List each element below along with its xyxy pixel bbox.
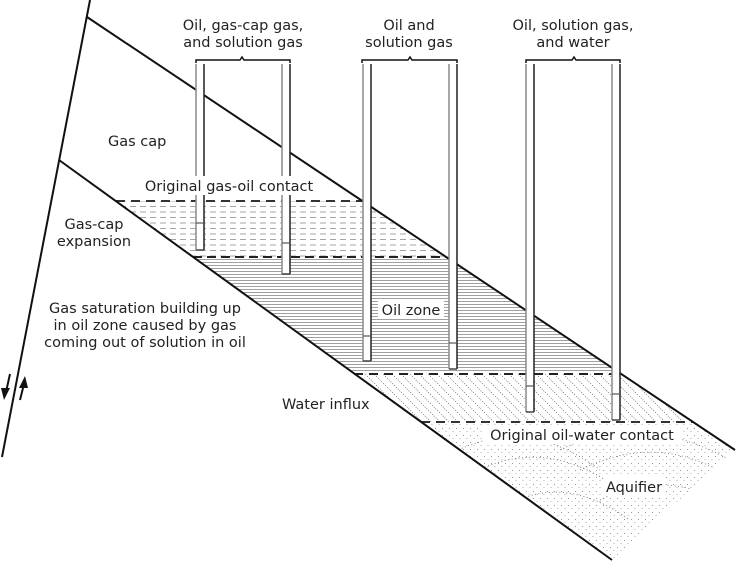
well-6 (611, 64, 621, 421)
fault-displacement-arrows-icon (1, 373, 28, 401)
well-1 (195, 64, 205, 251)
well-bore (196, 64, 204, 250)
well-2 (281, 64, 291, 275)
label-group-1: Oil, gas-cap gas, and solution gas (183, 18, 304, 51)
label-group-2: Oil and solution gas (365, 18, 453, 51)
well-bore (612, 64, 620, 420)
label-group-3: Oil, solution gas, and water (513, 18, 634, 51)
gas-cap-expansion-zone (116, 201, 446, 257)
gas-saturation-line-2: in oil zone caused by gas (54, 318, 237, 334)
oil-zone-label-bg (378, 299, 444, 319)
gas-cap-expansion-line-2: expansion (57, 234, 131, 250)
oil-water-contact-label-bg (483, 425, 681, 444)
gas-saturation-line-1: Gas saturation building up (49, 301, 241, 317)
reservoir-top-boundary (86, 16, 736, 451)
well-bore (363, 64, 371, 361)
well-3 (362, 64, 372, 362)
well-bore (449, 64, 457, 369)
well-group-3-label-line-1: Oil, solution gas, (513, 18, 634, 34)
gas-cap-label: Gas cap (108, 134, 166, 150)
fault-line (1, 0, 91, 458)
well-group-1-label-line-1: Oil, gas-cap gas, (183, 18, 304, 34)
bracket-group-1 (195, 55, 291, 63)
aquifer-zone (421, 422, 735, 560)
oil-zone-label: Oil zone (382, 303, 441, 319)
bracket-group-3 (525, 55, 621, 63)
oil-water-contact-label: Original oil-water contact (490, 428, 674, 444)
water-influx-label: Water influx (282, 397, 370, 413)
bracket-group-2 (361, 55, 458, 63)
well-group-2-label-line-2: solution gas (365, 35, 453, 51)
reservoir-bottom-boundary (58, 159, 613, 561)
wells (195, 64, 621, 421)
well-bore (526, 64, 534, 412)
gas-oil-contact-label: Original gas-oil contact (145, 179, 314, 195)
aquifier-label: Aquifier (606, 480, 662, 496)
gas-oil-contact-label-bg (137, 176, 321, 195)
gas-saturation-label: Gas saturation building up in oil zone c… (44, 301, 246, 351)
well-group-1-label-line-2: and solution gas (183, 35, 303, 51)
water-influx-zone (354, 373, 693, 422)
gas-cap-expansion-line-1: Gas-cap (65, 217, 124, 233)
well-group-brackets (195, 55, 621, 63)
well-5 (525, 64, 535, 413)
well-4 (448, 64, 458, 370)
well-group-3-label-line-2: and water (536, 35, 609, 51)
aquifier-label-bg (603, 477, 665, 496)
gas-saturation-line-3: coming out of solution in oil (44, 335, 246, 351)
gas-cap-expansion-label: Gas-cap expansion (57, 217, 131, 250)
well-group-2-label-line-1: Oil and (383, 18, 434, 34)
well-bore (282, 64, 290, 274)
